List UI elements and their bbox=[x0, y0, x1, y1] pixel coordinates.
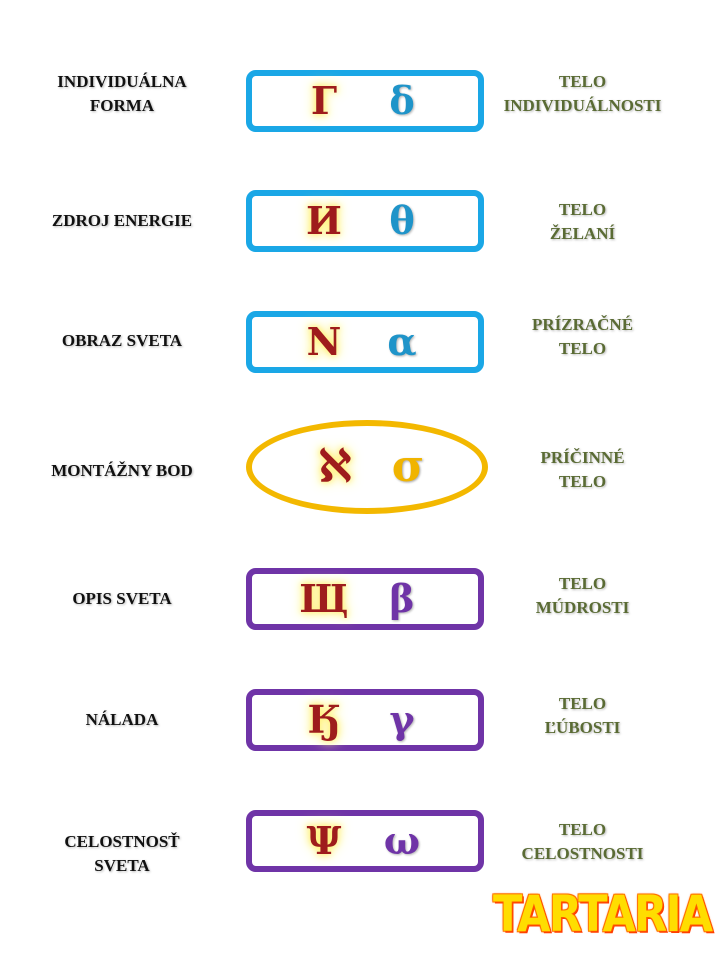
left-label: OBRAZ SVETA bbox=[61, 331, 183, 350]
right-label: PRÍZRAČNÉ TELO bbox=[531, 315, 634, 358]
right-label: TELO CELOSTNOSTI bbox=[521, 820, 644, 863]
right-symbol: β bbox=[389, 576, 415, 621]
left-symbol: И bbox=[306, 198, 342, 243]
left-symbol: N bbox=[306, 319, 342, 364]
right-symbol: δ bbox=[389, 78, 415, 123]
left-label: ZDROJ ENERGIE bbox=[51, 211, 193, 230]
right-symbol: α bbox=[387, 319, 417, 364]
symbol-frame: N α bbox=[246, 311, 484, 373]
symbol-oval: ℵ σ bbox=[246, 420, 488, 514]
symbol-frame: Щ β bbox=[246, 568, 484, 630]
left-label: NÁLADA bbox=[85, 710, 159, 729]
symbol-frame: И θ bbox=[246, 190, 484, 252]
right-symbol: ω bbox=[383, 818, 421, 863]
symbol-frame: Ӄ γ bbox=[246, 689, 484, 751]
left-symbol: Ψ bbox=[306, 818, 342, 863]
symbol-frame: Ψ ω bbox=[246, 810, 484, 872]
right-symbol: θ bbox=[389, 198, 415, 243]
right-label: PRÍČINNÉ TELO bbox=[540, 448, 625, 491]
left-symbol: ℵ bbox=[318, 441, 352, 492]
left-label: INDIVIDUÁLNA FORMA bbox=[57, 72, 187, 115]
tartaria-logo: TARTARIA bbox=[493, 885, 713, 943]
right-label: TELO ĽÚBOSTI bbox=[544, 694, 621, 737]
left-label: MONTÁŽNY BOD bbox=[51, 461, 193, 480]
left-symbol: Г bbox=[310, 78, 338, 123]
right-label: TELO INDIVIDUÁLNOSTI bbox=[503, 72, 662, 115]
right-symbol: σ bbox=[391, 441, 425, 492]
right-label: TELO ŽELANÍ bbox=[549, 200, 616, 243]
left-symbol: Ӄ bbox=[307, 697, 341, 742]
symbol-frame: Г δ bbox=[246, 70, 484, 132]
right-symbol: γ bbox=[389, 697, 415, 742]
left-label: CELOSTNOSŤ SVETA bbox=[64, 832, 180, 875]
left-label: OPIS SVETA bbox=[72, 589, 172, 608]
left-symbol: Щ bbox=[299, 576, 349, 621]
right-label: TELO MÚDROSTI bbox=[535, 574, 630, 617]
